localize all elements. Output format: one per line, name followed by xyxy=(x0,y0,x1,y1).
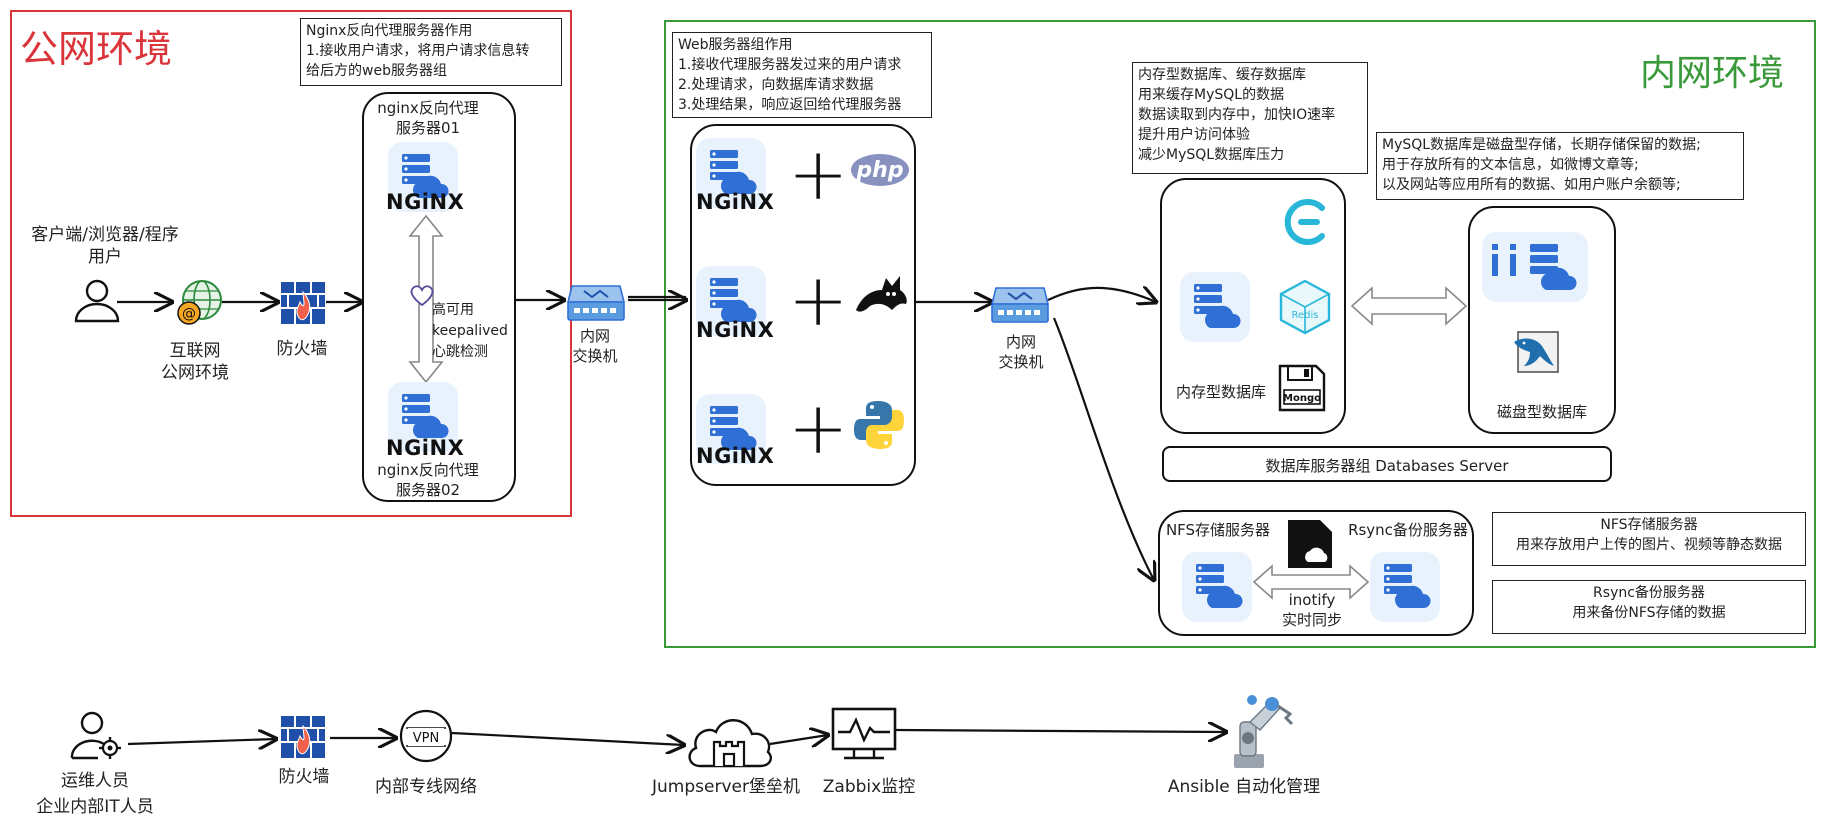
zabbix-label: Zabbix监控 xyxy=(822,777,916,797)
rsync-server-icon xyxy=(1370,552,1440,622)
memory-db-label: 内存型数据库 xyxy=(1175,383,1266,401)
switch-label: 内网 交换机 xyxy=(998,333,1044,371)
php-icon: php xyxy=(851,154,909,186)
nginx-logo: NGiNX xyxy=(696,190,775,214)
public-zone xyxy=(10,10,572,517)
vpn-label: 内部专线网络 xyxy=(375,777,477,797)
python-icon xyxy=(854,401,904,449)
vpn-icon: VPN xyxy=(399,709,453,763)
firewall-label: 防火墙 xyxy=(276,339,328,359)
firewall-icon xyxy=(281,282,325,324)
firewall-icon xyxy=(281,716,325,758)
vpn-text: VPN xyxy=(413,731,439,746)
rsync-note: Rsync备份服务器 用来备份NFS存储的数据 xyxy=(1492,580,1806,634)
mysql-note: MySQL数据库是磁盘型存储，长期存储保留的数据; 用于存放所有的文本信息，如微… xyxy=(1376,132,1744,200)
mysql-icon xyxy=(1514,331,1559,373)
php-text: php xyxy=(855,158,903,183)
db-group-bar xyxy=(1162,446,1612,482)
server-icon xyxy=(1180,272,1250,342)
mongo-text: Mongo xyxy=(1283,393,1321,404)
disk-db-label: 磁盘型数据库 xyxy=(1496,403,1587,421)
sync-double-arrow xyxy=(1350,286,1468,326)
nfs-note: NFS存储服务器 用来存放用户上传的图片、视频等静态数据 xyxy=(1492,512,1806,566)
ansible-label: Ansible 自动化管理 xyxy=(1167,777,1321,797)
disk-server-icon xyxy=(1482,232,1588,302)
internet-label: 互联网 公网环境 xyxy=(161,341,229,383)
mongo-icon: Mongo xyxy=(1278,364,1326,412)
private-zone-title: 内网环境 xyxy=(1640,53,1785,94)
inotify-double-arrow xyxy=(1252,564,1370,600)
tomcat-icon xyxy=(856,276,907,312)
db-group-label: 数据库服务器组 Databases Server xyxy=(1265,457,1509,475)
redis-text: Redis xyxy=(1292,310,1319,321)
cache-icon xyxy=(1284,199,1325,245)
nginx-logo: NGiNX xyxy=(696,318,775,342)
nfs-icon xyxy=(1288,520,1332,568)
switch-icon xyxy=(990,287,1050,323)
memory-db-note: 内存型数据库、缓存数据库 用来缓存MySQL的数据 数据读取到内存中，加快IO速… xyxy=(1132,62,1368,174)
redis-icon: Redis xyxy=(1279,279,1331,335)
ansible-icon xyxy=(1234,695,1294,768)
user-icon xyxy=(74,279,120,323)
nginx-proxy-note: Nginx反向代理服务器作用 1.接收用户请求，将用户请求信息转 给后方的web… xyxy=(300,18,562,86)
nfs-label: NFS存储服务器 xyxy=(1165,521,1271,539)
zabbix-icon xyxy=(831,707,897,760)
heart-icon xyxy=(410,285,434,307)
switch-label: 内网 交换机 xyxy=(572,327,618,365)
inotify-label: inotify 实时同步 xyxy=(1281,591,1342,629)
proxy2-label: nginx反向代理 服务器02 xyxy=(377,461,479,499)
admin-label: 运维人员 企业内部IT人员 xyxy=(36,771,154,817)
proxy1-label: nginx反向代理 服务器01 xyxy=(377,99,479,137)
ops-firewall-label: 防火墙 xyxy=(278,767,330,787)
nginx-logo: NGiNX xyxy=(386,190,465,214)
public-zone-title: 公网环境 xyxy=(20,27,173,71)
private-zone xyxy=(664,20,1816,648)
svg-text:@: @ xyxy=(182,306,196,322)
plus-icon: + xyxy=(788,258,849,342)
jumpserver-icon xyxy=(688,719,772,768)
nfs-server-icon xyxy=(1182,552,1252,622)
ha-label: 高可用 keepalived 心跳检测 xyxy=(432,302,508,360)
rsync-label: Rsync备份服务器 xyxy=(1348,521,1468,539)
admin-icon xyxy=(70,711,121,760)
web-group-note: Web服务器组作用 1.接收代理服务器发过来的用户请求 2.处理请求，向数据库请… xyxy=(672,32,932,118)
globe-icon: @ xyxy=(177,280,222,325)
switch-icon xyxy=(566,285,626,321)
nginx-logo: NGiNX xyxy=(386,436,465,460)
jumpserver-label: Jumpserver堡垒机 xyxy=(652,777,800,797)
plus-icon: + xyxy=(788,386,849,470)
plus-icon: + xyxy=(788,132,849,216)
client-label: 客户端/浏览器/程序 用户 xyxy=(31,225,179,267)
nginx-logo: NGiNX xyxy=(696,444,775,468)
